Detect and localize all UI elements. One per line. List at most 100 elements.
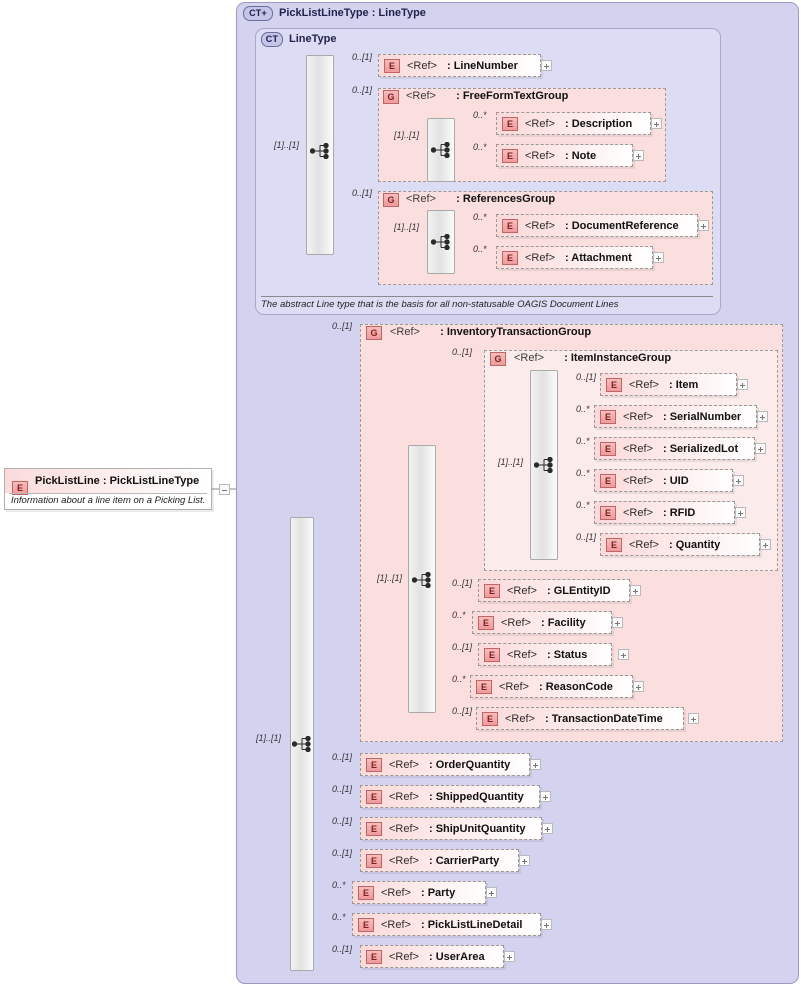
element-label: <Ref> : PickListLineDetail — [381, 914, 536, 935]
node-fill — [379, 55, 540, 76]
element-shippedquantity[interactable]: E <Ref> : ShippedQuantity — [360, 785, 540, 808]
element-name: : LineNumber — [446, 59, 518, 72]
expand-icon-uid[interactable] — [733, 475, 744, 486]
element-label: <Ref> : ShippedQuantity — [389, 786, 535, 807]
element-party[interactable]: E <Ref> : Party — [352, 881, 486, 904]
root-element-title: PickListLine : PickListLineType — [35, 475, 200, 487]
element-serializedlot[interactable]: E <Ref> : SerializedLot — [594, 437, 755, 460]
element-rfid[interactable]: E <Ref> : RFID — [594, 501, 735, 524]
occurrence-linenumber: 0..[1] — [352, 52, 373, 62]
element-note[interactable]: E <Ref> : Note — [496, 144, 633, 167]
element-picklistlinedetail[interactable]: E <Ref> : PickListLineDetail — [352, 913, 541, 936]
element-orderquantity[interactable]: E <Ref> : OrderQuantity — [360, 753, 530, 776]
expand-icon-transactiondatetime[interactable] — [688, 713, 699, 724]
element-uid[interactable]: E <Ref> : UID — [594, 469, 733, 492]
element-label: <Ref> : TransactionDateTime — [505, 708, 679, 729]
element-label: <Ref> : SerialNumber — [623, 406, 752, 427]
ref-text: <Ref> — [381, 886, 411, 899]
node-fill — [361, 850, 518, 871]
element-glentityid[interactable]: E <Ref> : GLEntityID — [478, 579, 630, 602]
element-description[interactable]: E <Ref> : Description — [496, 112, 651, 135]
group-container-freeformtextgroup — [378, 88, 666, 182]
annotation-divider — [261, 296, 713, 297]
node-fill — [595, 502, 734, 523]
element-badge-e: E — [484, 647, 500, 662]
occurrence-linetype-sequence: [1]..[1] — [274, 140, 300, 150]
element-documentreference[interactable]: E <Ref> : DocumentReference — [496, 214, 698, 237]
expand-icon-status[interactable] — [618, 649, 629, 660]
expand-icon-orderquantity[interactable] — [530, 759, 541, 770]
expand-icon-note[interactable] — [633, 150, 644, 161]
element-name: : SerializedLot — [662, 442, 739, 455]
expand-icon-facility[interactable] — [612, 617, 623, 628]
ref-text: <Ref> — [514, 352, 544, 364]
occurrence-item: 0..[1] — [576, 372, 597, 382]
element-attachment[interactable]: E <Ref> : Attachment — [496, 246, 653, 269]
element-label: <Ref> : Facility — [501, 612, 607, 633]
element-userarea[interactable]: E <Ref> : UserArea — [360, 945, 504, 968]
ref-text: <Ref> — [629, 378, 659, 391]
element-label: <Ref> : Item — [629, 374, 732, 395]
group-badge-g: G — [490, 352, 506, 366]
element-name: : Attachment — [564, 251, 632, 264]
element-linenumber[interactable]: E <Ref> : LineNumber — [378, 54, 541, 77]
expand-icon-description[interactable] — [651, 118, 662, 129]
occurrence-userarea: 0..[1] — [332, 944, 353, 954]
expand-icon-rfid[interactable] — [735, 507, 746, 518]
element-label: <Ref> : CarrierParty — [389, 850, 514, 871]
expand-icon-carrierparty[interactable] — [519, 855, 530, 866]
ref-text: <Ref> — [525, 219, 555, 232]
node-fill — [361, 754, 529, 775]
expand-icon-quantity[interactable] — [760, 539, 771, 550]
node-fill — [353, 882, 485, 903]
element-serialnumber[interactable]: E <Ref> : SerialNumber — [594, 405, 757, 428]
node-fill — [477, 708, 683, 729]
element-facility[interactable]: E <Ref> : Facility — [472, 611, 612, 634]
occurrence-referencesgroup: 0..[1] — [352, 188, 373, 198]
divider — [9, 493, 207, 494]
element-name: : OrderQuantity — [428, 758, 511, 771]
element-label: <Ref> : UserArea — [389, 946, 499, 967]
expand-icon-party[interactable] — [486, 887, 497, 898]
expand-icon-attachment[interactable] — [653, 252, 664, 263]
expand-icon-serializedlot[interactable] — [755, 443, 766, 454]
expand-icon-glentityid[interactable] — [630, 585, 641, 596]
element-name: : SerialNumber — [662, 410, 742, 423]
node-fill — [595, 438, 754, 459]
group-name: : ItemInstanceGroup — [564, 352, 672, 364]
ref-text: <Ref> — [499, 680, 529, 693]
node-fill — [601, 534, 759, 555]
element-reasoncode[interactable]: E <Ref> : ReasonCode — [470, 675, 633, 698]
element-item[interactable]: E <Ref> : Item — [600, 373, 737, 396]
element-quantity[interactable]: E <Ref> : Quantity — [600, 533, 760, 556]
ref-text: <Ref> — [623, 442, 653, 455]
element-status[interactable]: E <Ref> : Status — [478, 643, 612, 666]
occurrence-description: 0..* — [473, 110, 487, 120]
node-fill — [479, 580, 629, 601]
expand-icon-reasoncode[interactable] — [633, 681, 644, 692]
group-title-referencesgroup: <Ref> : ReferencesGroup — [406, 193, 555, 205]
expand-icon-serialnumber[interactable] — [757, 411, 768, 422]
expand-icon-picklistlinedetail[interactable] — [541, 919, 552, 930]
element-badge-e: E — [606, 377, 622, 392]
occurrence-note: 0..* — [473, 142, 487, 152]
element-transactiondatetime[interactable]: E <Ref> : TransactionDateTime — [476, 707, 684, 730]
collapse-icon-picklistline[interactable] — [219, 484, 230, 495]
element-badge-e: E — [366, 789, 382, 804]
ref-text: <Ref> — [381, 918, 411, 931]
occurrence-documentreference: 0..* — [473, 212, 487, 222]
expand-icon-item[interactable] — [737, 379, 748, 390]
element-shipunitquantity[interactable]: E <Ref> : ShipUnitQuantity — [360, 817, 542, 840]
expand-icon-shippedquantity[interactable] — [540, 791, 551, 802]
element-carrierparty[interactable]: E <Ref> : CarrierParty — [360, 849, 519, 872]
element-label: <Ref> : GLEntityID — [507, 580, 625, 601]
expand-icon-userarea[interactable] — [504, 951, 515, 962]
expand-icon-documentreference[interactable] — [698, 220, 709, 231]
expand-icon-shipunitquantity[interactable] — [542, 823, 553, 834]
expand-icon-linenumber[interactable] — [541, 60, 552, 71]
ref-text: <Ref> — [629, 538, 659, 551]
element-name: : Status — [546, 648, 588, 661]
element-name: : RFID — [662, 506, 696, 519]
element-label: <Ref> : Description — [525, 113, 646, 134]
root-element-picklistline[interactable]: E PickListLine : PickListLineType Inform… — [4, 468, 212, 510]
